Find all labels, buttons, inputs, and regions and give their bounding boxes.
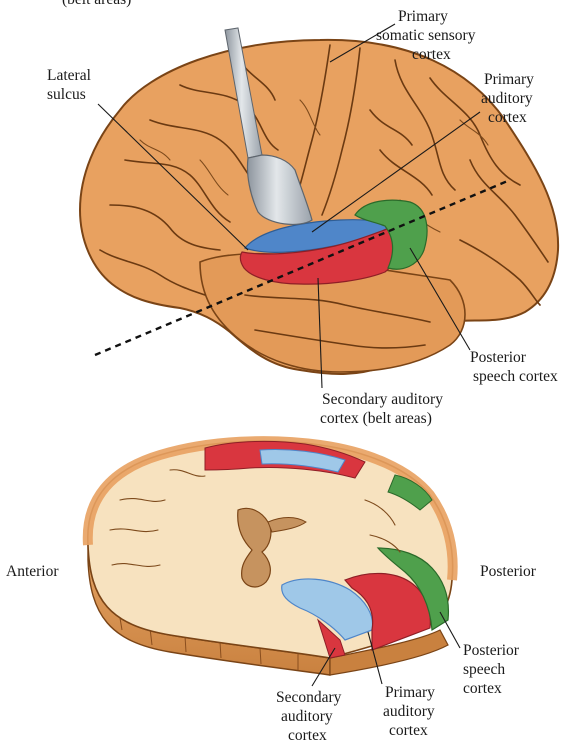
label-line: cortex <box>412 46 451 63</box>
label-line: speech <box>463 661 505 678</box>
label-line: auditory <box>383 703 435 720</box>
svg-text:Secondary auditory cor: Secondary auditory cortex (belt areas) <box>320 391 447 427</box>
svg-text:Secondary auditory: Secondary auditory cortex <box>276 689 345 744</box>
lateral-brain-view: (belt areas) <box>47 0 558 427</box>
label-line: auditory <box>281 708 333 725</box>
label-line: cortex <box>389 722 428 739</box>
svg-text:Primary auditory: Primary auditory cortex <box>383 684 439 739</box>
svg-text:Lateral sulcus: Lateral sulcus <box>47 67 95 103</box>
label-line: auditory <box>481 90 533 107</box>
label-line: Posterior <box>470 349 527 366</box>
label-line: Primary <box>385 684 435 701</box>
label-anterior: Anterior <box>6 563 59 580</box>
label-line: cortex <box>488 109 527 126</box>
cropped-caption: (belt areas) <box>62 0 131 8</box>
label-line: cortex <box>463 680 502 697</box>
label-line: Primary <box>398 8 448 25</box>
label-line: cortex (belt areas) <box>320 410 432 427</box>
label-line: somatic sensory <box>376 27 476 44</box>
label-line: Secondary <box>276 689 342 706</box>
svg-text:Posterior speech: Posterior speech cortex <box>463 642 523 697</box>
label-line: Primary <box>484 71 534 88</box>
label-section-posterior-speech-cortex: Posterior speech cortex <box>440 612 523 697</box>
label-line: sulcus <box>47 86 86 103</box>
label-line: speech cortex <box>473 368 558 385</box>
label-posterior: Posterior <box>480 563 537 580</box>
label-line: Secondary auditory <box>322 391 443 408</box>
svg-text:Primary auditory: Primary auditory cortex <box>481 71 538 126</box>
horizontal-section-view: Anterior Posterior Posterior speech cort… <box>6 441 537 744</box>
label-line: Lateral <box>47 67 91 84</box>
label-line: Posterior <box>463 642 520 659</box>
svg-text:Posterior speech corte: Posterior speech cortex <box>470 349 558 385</box>
label-line: cortex <box>288 727 327 744</box>
